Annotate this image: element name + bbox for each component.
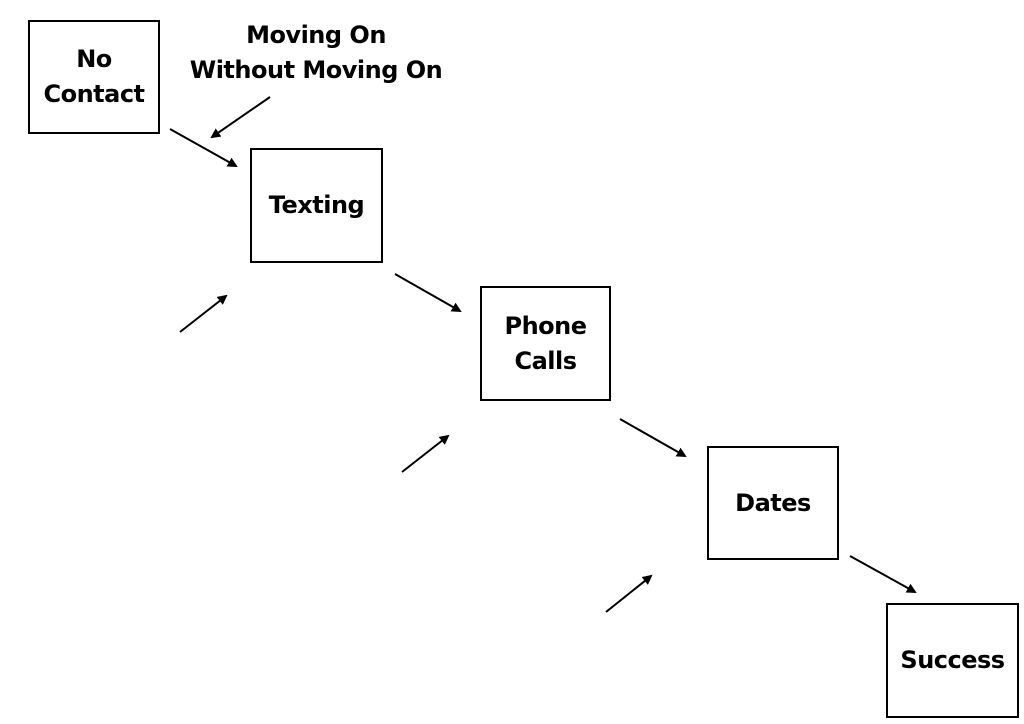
stage-box-phone-calls: Phone Calls bbox=[480, 286, 611, 401]
moving-on-annotation: Moving On Without Moving On bbox=[189, 21, 443, 84]
stage-label-texting: Texting bbox=[268, 191, 365, 220]
stage-label-dates: Dates bbox=[735, 488, 811, 517]
arrow-texting-to-phone-calls bbox=[394, 273, 462, 312]
arrow-into-phone-calls bbox=[401, 434, 450, 473]
arrow-dates-to-success bbox=[849, 555, 917, 593]
arrow-into-texting bbox=[179, 294, 228, 333]
stage-box-texting: Texting bbox=[250, 148, 383, 263]
arrow-phone-calls-to-dates bbox=[619, 418, 687, 457]
arrow-no-contact-to-texting bbox=[169, 128, 238, 167]
annotation-arrow bbox=[210, 96, 271, 139]
stage-label-phone-calls: Phone Calls bbox=[504, 311, 587, 375]
stage-label-no-contact: No Contact bbox=[43, 45, 145, 108]
stage-box-no-contact: No Contact bbox=[28, 20, 160, 134]
stage-box-success: Success bbox=[886, 603, 1019, 718]
stage-box-dates: Dates bbox=[707, 446, 839, 560]
stage-label-success: Success bbox=[900, 646, 1005, 675]
arrow-into-dates bbox=[605, 574, 653, 613]
